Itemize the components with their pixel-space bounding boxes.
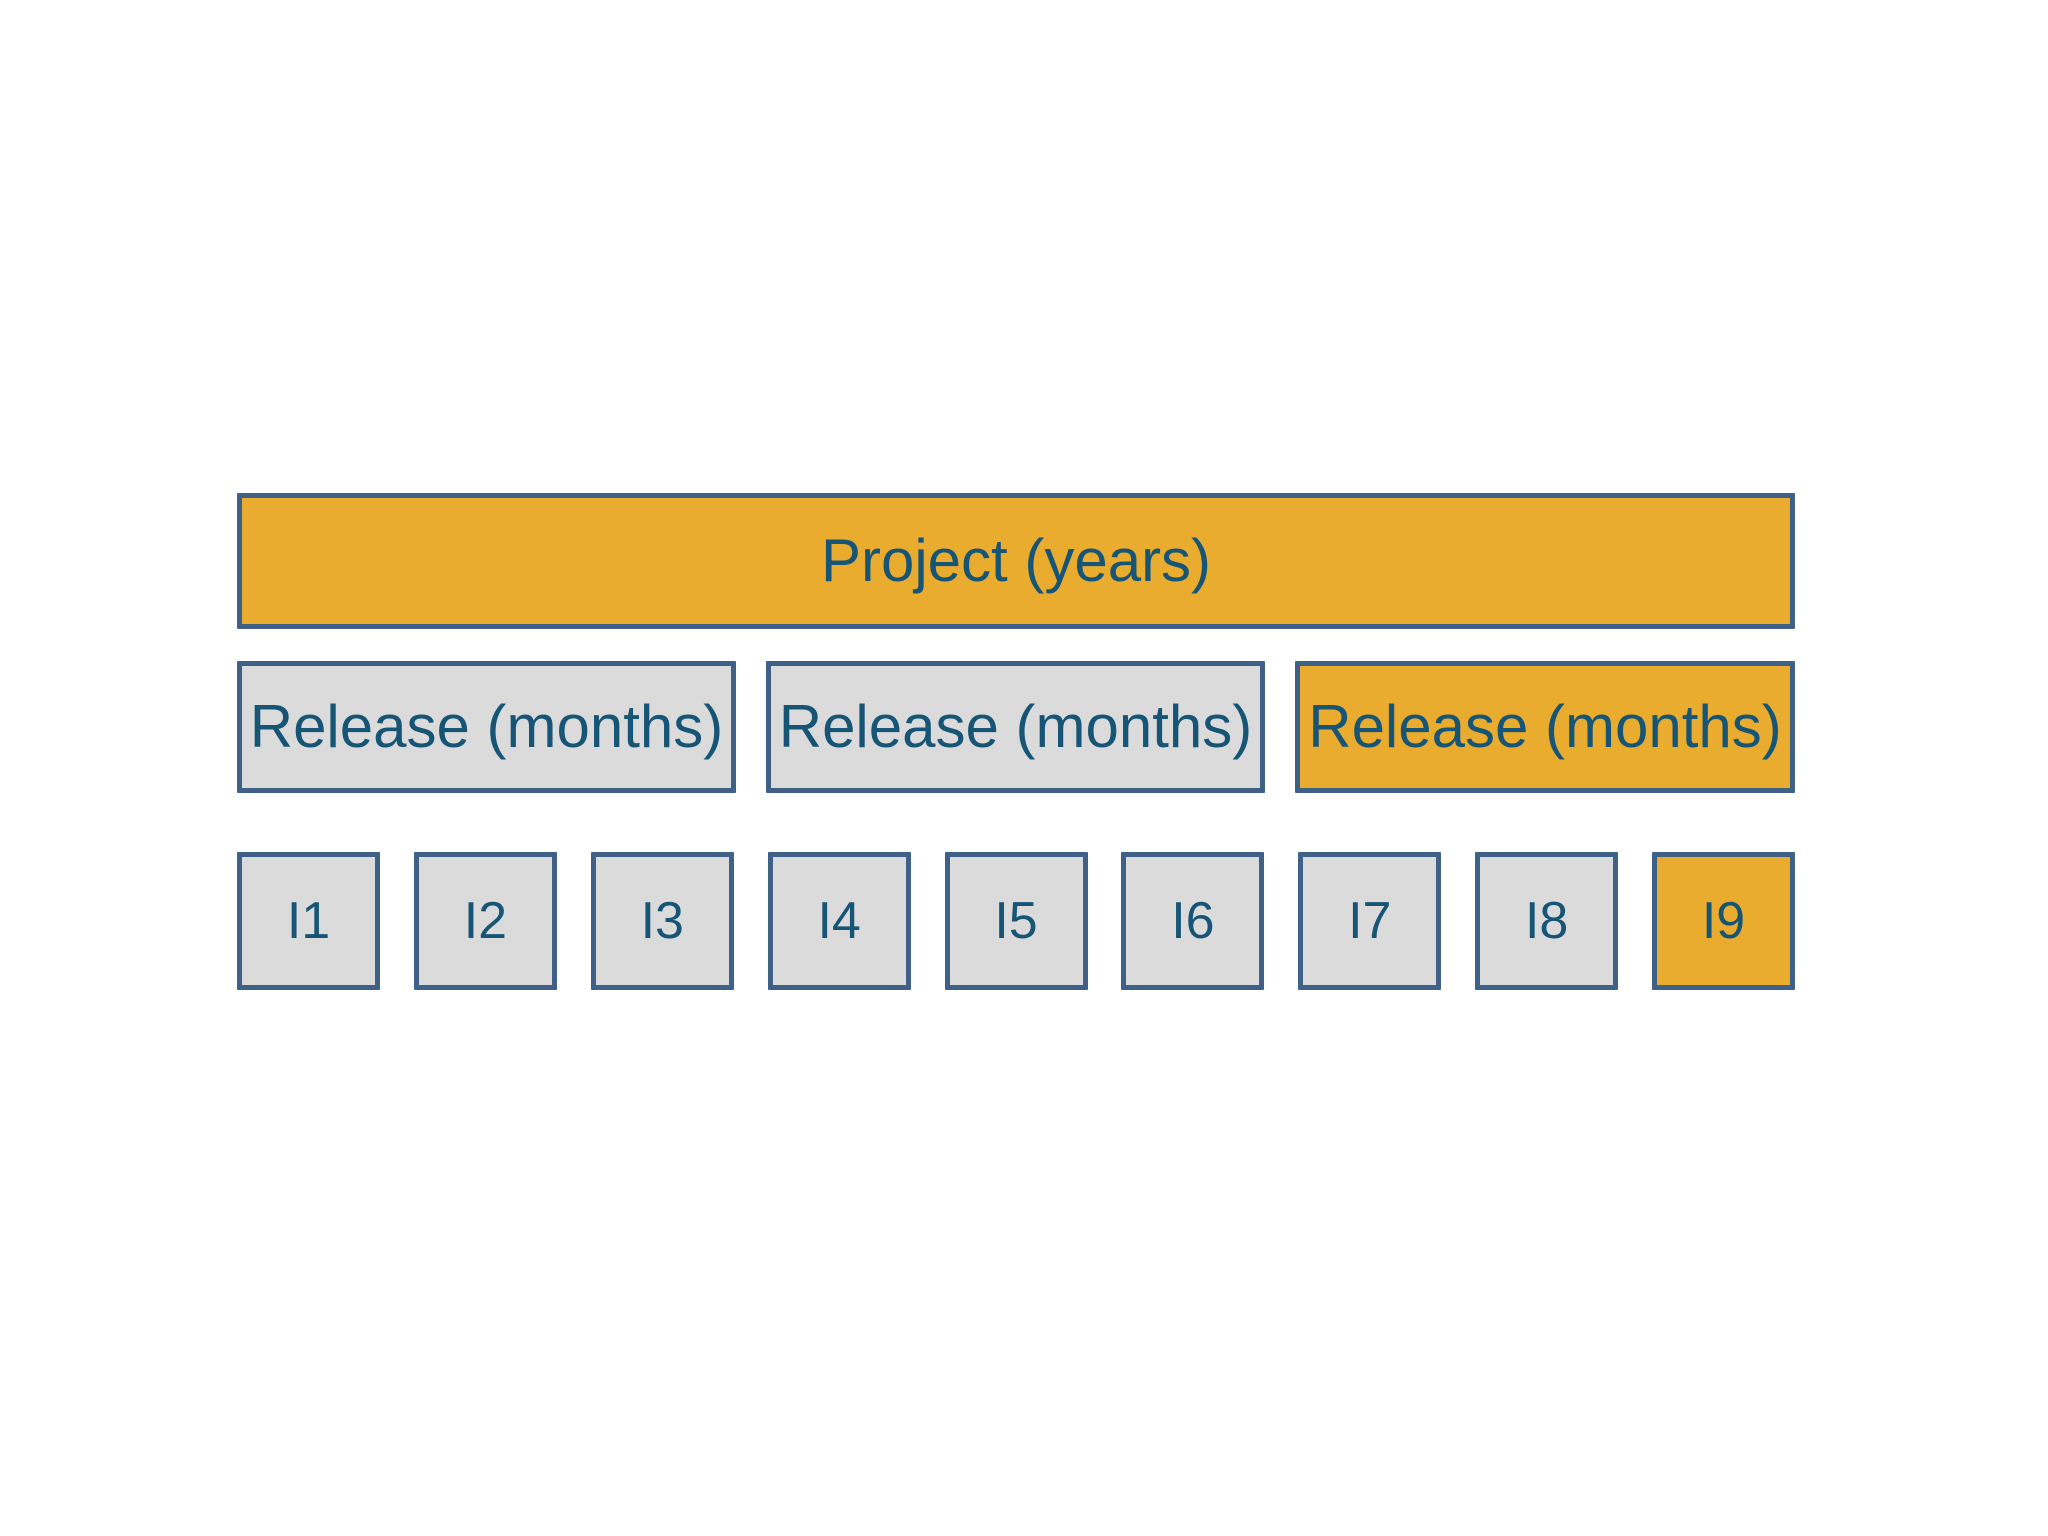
iteration-label-i2: I2 <box>463 892 508 950</box>
release-label-1: Release (months) <box>249 693 724 760</box>
iteration-label-i9: I9 <box>1701 892 1746 950</box>
release-box-2: Release (months) <box>766 661 1265 793</box>
iteration-box-i1: I1 <box>237 852 380 990</box>
iteration-label-i4: I4 <box>817 892 861 950</box>
project-bar: Project (years) <box>237 493 1795 629</box>
iteration-box-i5: I5 <box>944 852 1088 990</box>
releases-row: Release (months) Release (months) Releas… <box>237 661 1795 793</box>
iteration-label-i5: I5 <box>994 892 1038 950</box>
iteration-box-i8: I8 <box>1475 852 1619 990</box>
iterations-row: I1 I2 I3 I4 I5 I6 I7 I8 I9 <box>237 852 1795 990</box>
iteration-box-i9: I9 <box>1652 852 1795 990</box>
iteration-box-i4: I4 <box>767 852 911 990</box>
iteration-box-i3: I3 <box>590 852 734 990</box>
release-label-2: Release (months) <box>778 693 1253 760</box>
iteration-label-i8: I8 <box>1524 892 1569 950</box>
iteration-box-i2: I2 <box>413 852 557 990</box>
iteration-box-i6: I6 <box>1121 852 1265 990</box>
iteration-box-i7: I7 <box>1298 852 1442 990</box>
iteration-label-i6: I6 <box>1171 892 1215 950</box>
release-box-1: Release (months) <box>237 661 736 793</box>
release-label-3: Release (months) <box>1308 693 1782 760</box>
iteration-label-i3: I3 <box>640 892 684 950</box>
iteration-label-i7: I7 <box>1348 892 1392 950</box>
iteration-label-i1: I1 <box>286 892 331 950</box>
project-label: Project (years) <box>820 527 1212 594</box>
release-box-3: Release (months) <box>1295 661 1795 793</box>
